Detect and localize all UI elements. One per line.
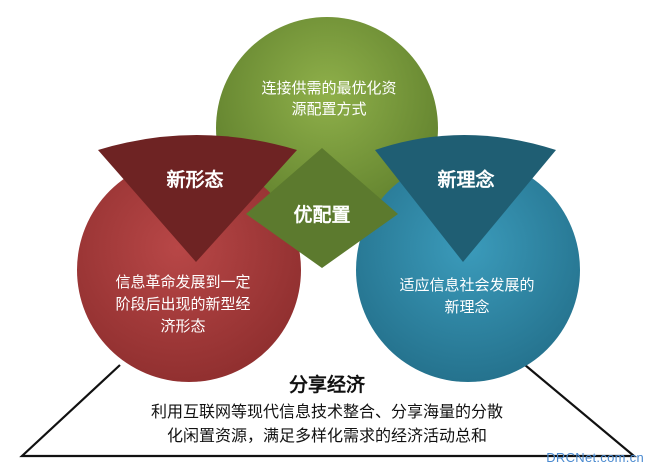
top-circle	[216, 17, 438, 239]
center-diamond	[246, 148, 398, 268]
watermark: DRCNet.com.cn	[546, 450, 644, 465]
bottom-line2: 化闲置资源，满足多样化需求的经济活动总和	[167, 426, 487, 445]
top-circle-text-line1: 连接供需的最优化资	[261, 79, 396, 97]
left-circle	[77, 158, 301, 382]
right-circle	[356, 158, 580, 382]
left-wedge-label: 新形态	[166, 168, 223, 191]
right-circle-text-line2: 新理念	[444, 298, 489, 316]
right-circle-text-line1: 适应信息社会发展的	[399, 276, 534, 294]
base-triangle	[19, 364, 638, 458]
center-label: 优配置	[293, 203, 350, 226]
left-wedge	[98, 135, 297, 262]
right-wedge	[375, 135, 556, 262]
left-circle-text-line3: 济形态	[160, 317, 205, 335]
top-circle-text-line2: 源配置方式	[291, 100, 366, 118]
right-wedge-label: 新理念	[437, 168, 494, 191]
left-circle-text-line2: 阶段后出现的新型经	[115, 295, 250, 313]
bottom-title: 分享经济	[289, 373, 366, 396]
bottom-line1: 利用互联网等现代信息技术整合、分享海量的分散	[151, 402, 503, 421]
left-circle-text-line1: 信息革命发展到一定	[115, 273, 250, 291]
